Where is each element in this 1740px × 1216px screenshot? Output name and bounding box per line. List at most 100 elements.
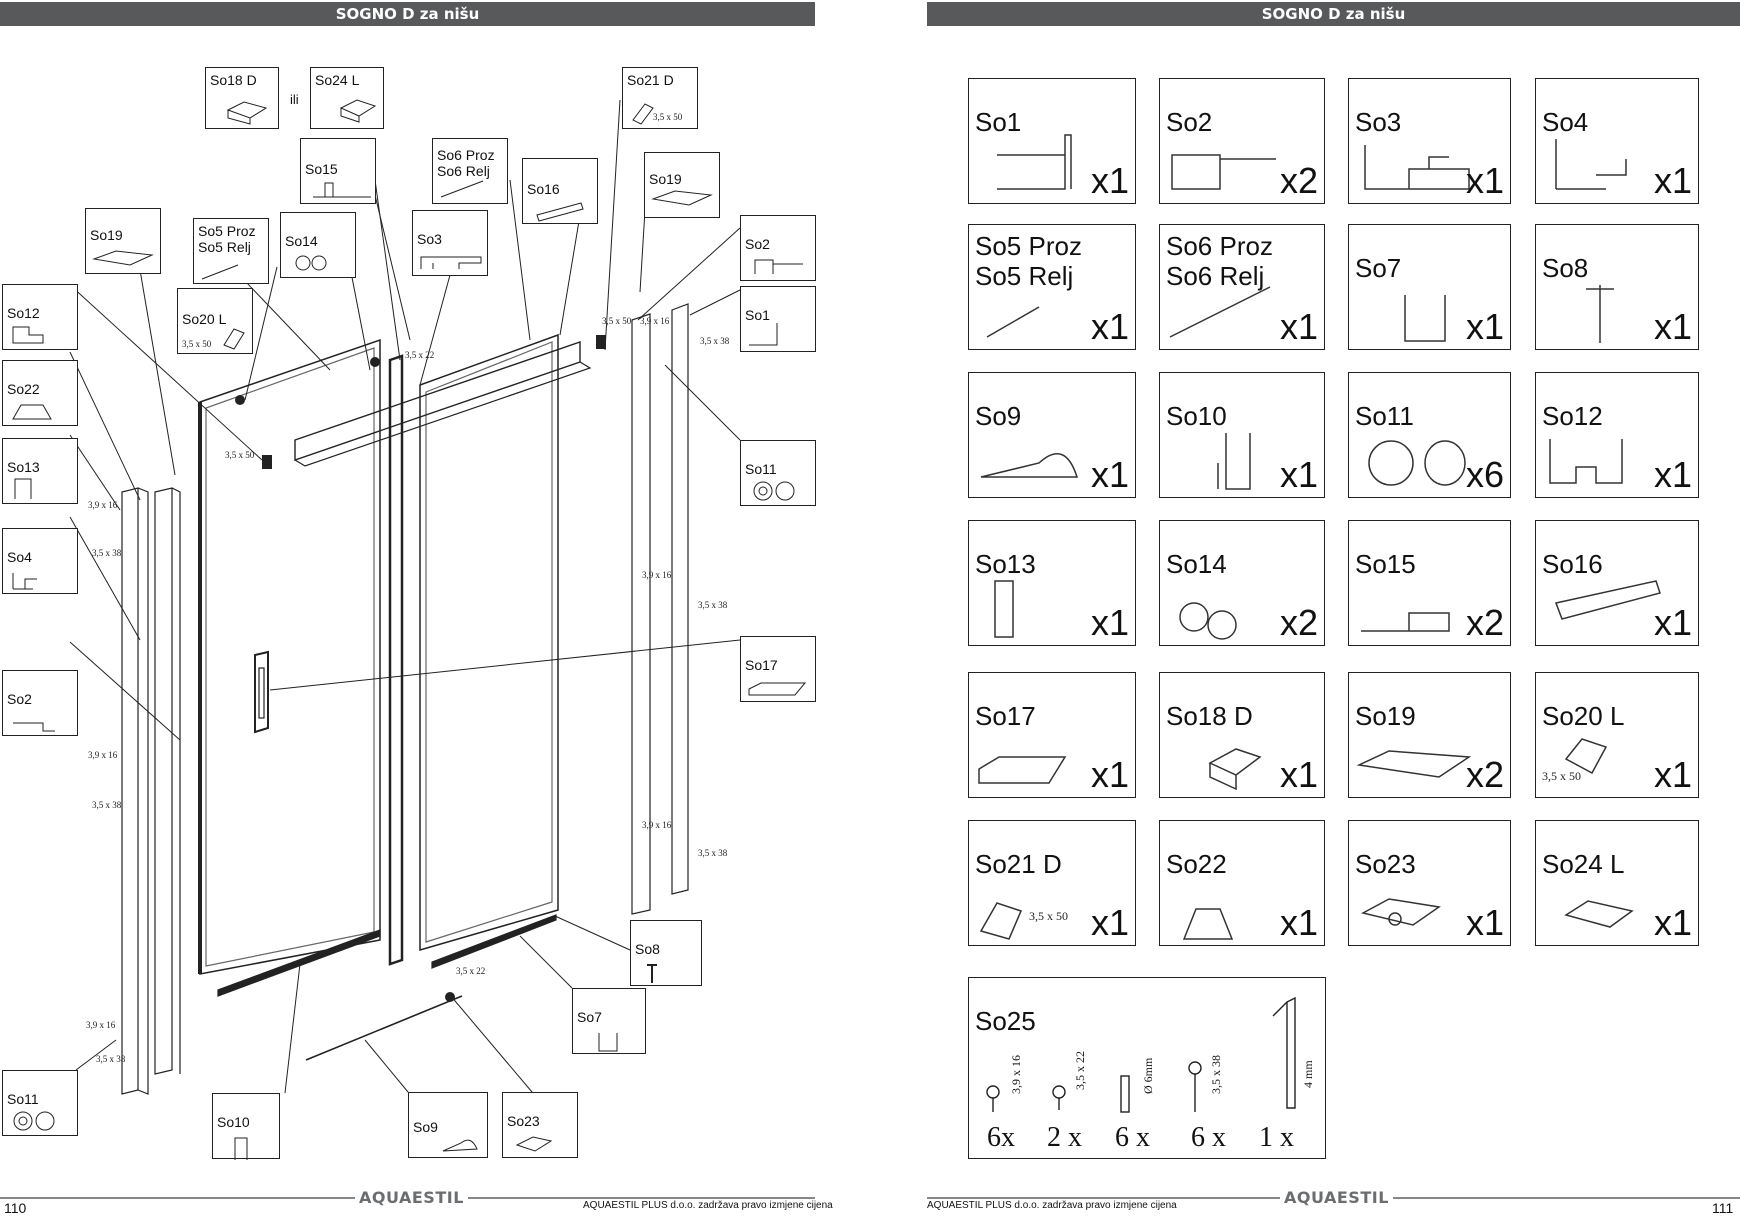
part-drawing-icon bbox=[1361, 612, 1450, 632]
part-name: So18 D bbox=[1166, 701, 1253, 731]
right-notice: AQUAESTIL PLUS d.o.o. zadržava pravo izm… bbox=[927, 1200, 1177, 1211]
part-name: So13 bbox=[975, 549, 1036, 579]
callout-so11-left: So11 bbox=[2, 1070, 78, 1136]
so9-profile-icon bbox=[442, 1139, 478, 1152]
left-page: SOGNO D za nišu bbox=[0, 0, 870, 1216]
callout-so20l: So20 L 3,5 x 50 bbox=[177, 288, 253, 354]
part-quantity: x1 bbox=[1279, 306, 1318, 347]
so23-clip-icon bbox=[515, 1136, 553, 1152]
callout-so4: So4 bbox=[2, 528, 78, 594]
so8-plug-icon bbox=[647, 964, 657, 983]
part-drawing-icon bbox=[1549, 439, 1623, 484]
so11-cap-icon bbox=[13, 1111, 55, 1131]
part-quantity: x1 bbox=[1653, 306, 1692, 347]
part-quantity: x1 bbox=[1090, 602, 1129, 643]
so14-roller-icon bbox=[295, 255, 327, 271]
part-drawing-icon bbox=[994, 580, 1014, 638]
part-name: So2 bbox=[1166, 107, 1213, 137]
brand-logo: AQUAESTIL bbox=[355, 1188, 468, 1207]
part-name: So4 bbox=[1542, 107, 1589, 137]
callout-so10: So10 bbox=[212, 1093, 280, 1160]
part-drawing-icon bbox=[1179, 602, 1237, 640]
part-drawing-icon bbox=[1564, 900, 1634, 928]
part-name: So8 bbox=[1542, 253, 1589, 283]
part-drawing-icon bbox=[978, 756, 1067, 784]
part-drawing-icon bbox=[1217, 433, 1251, 490]
callout-so21d: So21 D 3,5 x 50 bbox=[622, 67, 698, 129]
so3-rail-icon bbox=[420, 256, 482, 269]
part-quantity: x1 bbox=[1090, 902, 1129, 943]
part-so13: So13 x1 bbox=[968, 520, 1136, 646]
callout-so19-left: So19 bbox=[85, 208, 161, 274]
so2-profile-icon bbox=[13, 722, 55, 732]
left-page-number: 110 bbox=[4, 1200, 27, 1216]
part-drawing-icon bbox=[980, 452, 1079, 478]
so11-cap-icon bbox=[753, 481, 795, 501]
callout-so12: So12 bbox=[2, 284, 78, 350]
callout-so18d: So18 D bbox=[205, 67, 279, 129]
assembly-drawing bbox=[69, 99, 741, 1095]
part-drawing-icon bbox=[1555, 139, 1627, 190]
part-name: So12 bbox=[1542, 401, 1603, 431]
brand-logo: AQUAESTIL bbox=[1280, 1188, 1393, 1207]
right-page-title: SOGNO D za nišu bbox=[927, 2, 1740, 26]
part-so18-d: So18 D x1 bbox=[1159, 672, 1325, 798]
screw-size-label: 3,5 x 50 bbox=[1029, 909, 1068, 923]
part-name: So23 bbox=[1355, 849, 1416, 879]
so25-screws-drawing bbox=[986, 996, 1296, 1113]
callout-so2-right: So2 bbox=[740, 215, 816, 281]
part-quantity: x1 bbox=[1090, 306, 1129, 347]
so7-profile-icon bbox=[598, 1033, 618, 1052]
callout-so6: So6 Proz So6 Relj bbox=[432, 138, 508, 204]
callout-so13: So13 bbox=[2, 438, 78, 504]
so21d-bracket-icon bbox=[632, 103, 654, 125]
part-quantity: x1 bbox=[1279, 754, 1318, 795]
callout-so23: So23 bbox=[502, 1092, 578, 1158]
part-so1: So1 x1 bbox=[968, 78, 1136, 204]
part-so25-screws: So25 3,9 x 16 3,5 x 22 Ø 6mm 3,5 x 38 4 … bbox=[968, 977, 1326, 1159]
part-quantity: x1 bbox=[1279, 902, 1318, 943]
part-so8: So8 x1 bbox=[1535, 224, 1699, 350]
so13-profile-icon bbox=[14, 478, 32, 499]
part-name: So16 bbox=[1542, 549, 1603, 579]
part-name: So1 bbox=[975, 107, 1022, 137]
so17-handle-icon bbox=[748, 682, 807, 696]
part-name: So24 L bbox=[1542, 849, 1625, 879]
part-drawing-icon bbox=[1368, 440, 1466, 486]
callout-so17: So17 bbox=[740, 636, 816, 702]
callout-so16: So16 bbox=[522, 158, 598, 224]
part-quantity: x1 bbox=[1090, 160, 1129, 201]
part-quantity: x1 bbox=[1653, 160, 1692, 201]
left-notice: AQUAESTIL PLUS d.o.o. zadržava pravo izm… bbox=[583, 1200, 833, 1211]
right-page-number: 111 bbox=[1712, 1200, 1734, 1216]
callout-so3: So3 bbox=[412, 210, 488, 276]
part-drawing-icon bbox=[1171, 154, 1276, 190]
part-quantity: x1 bbox=[1090, 454, 1129, 495]
part-drawing-icon bbox=[979, 902, 1023, 940]
callout-so11-right: So11 bbox=[740, 440, 816, 506]
part-name: So20 L bbox=[1542, 701, 1625, 731]
callout-so22: So22 bbox=[2, 360, 78, 426]
part-drawing-icon bbox=[1360, 898, 1441, 926]
part-name: So11 bbox=[1355, 401, 1414, 431]
callout-so5: So5 Proz So5 Relj bbox=[193, 218, 269, 284]
so1-profile-icon bbox=[749, 323, 778, 346]
part-name: So14 bbox=[1166, 549, 1227, 579]
part-quantity: x2 bbox=[1465, 602, 1504, 643]
part-quantity: x1 bbox=[1090, 754, 1129, 795]
part-drawing-icon bbox=[997, 134, 1072, 190]
